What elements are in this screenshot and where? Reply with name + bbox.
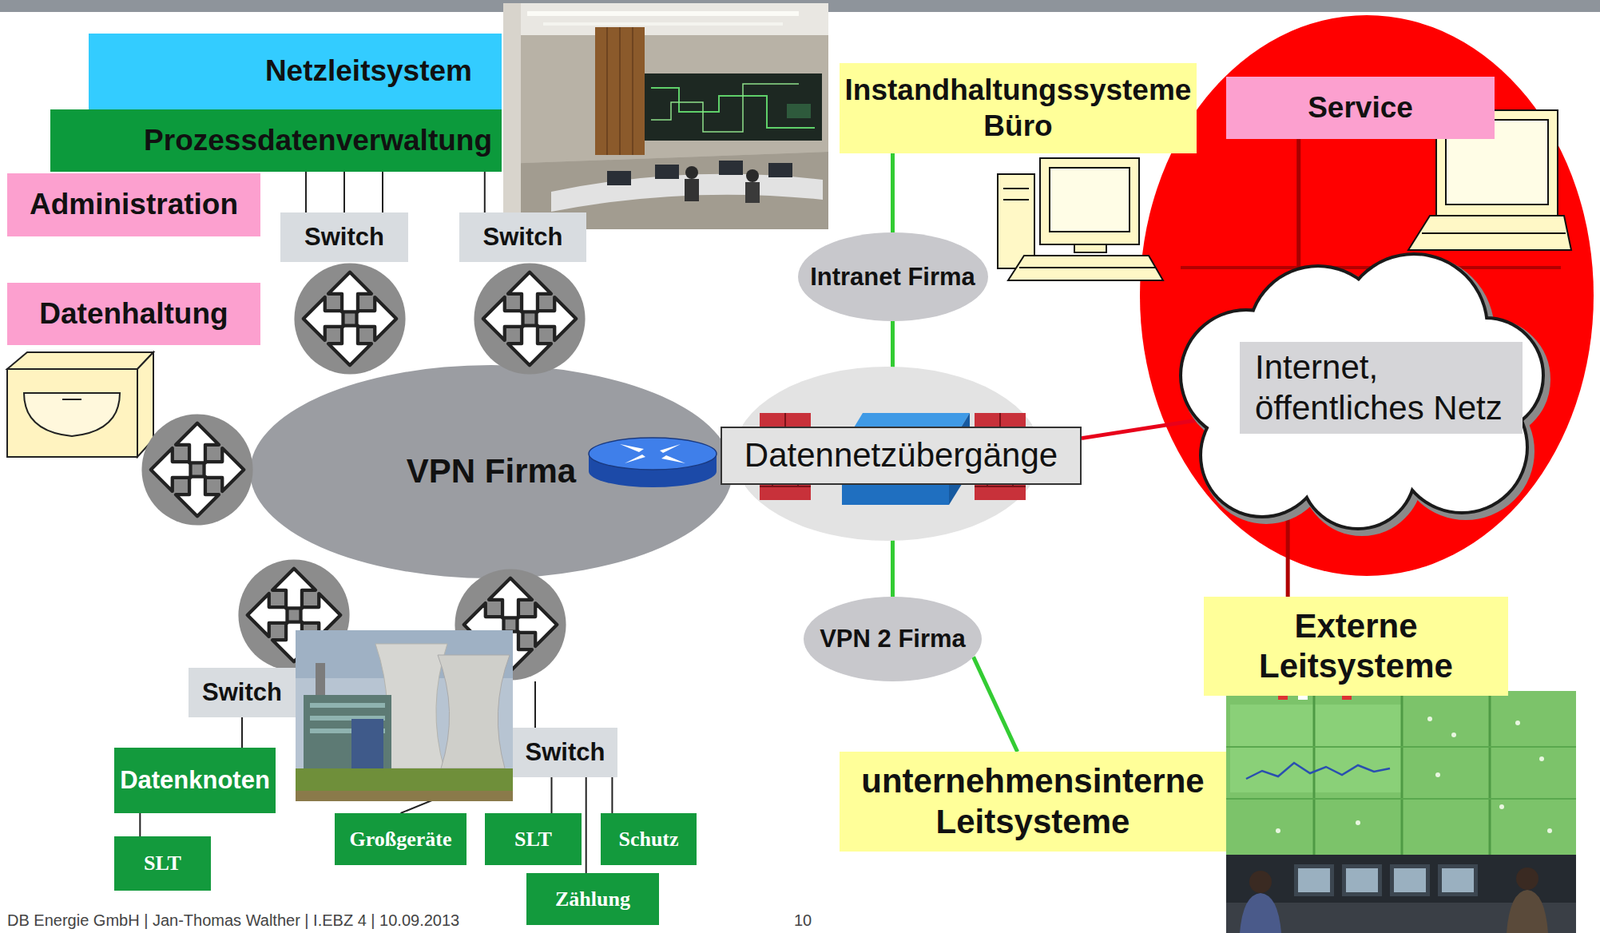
node-label: Switch bbox=[304, 222, 385, 252]
connector-line bbox=[890, 153, 895, 233]
device-box: SLT bbox=[484, 813, 582, 866]
node-label: Switch bbox=[202, 677, 282, 707]
system-box: Instandhaltungssysteme Büro bbox=[839, 63, 1197, 154]
function-box: Datenhaltung bbox=[7, 282, 261, 346]
device-box: Großgeräte bbox=[334, 813, 467, 866]
node-label: VPN Firma bbox=[406, 451, 576, 492]
node-label: Schutz bbox=[618, 826, 679, 852]
node-label: Datennetzübergänge bbox=[744, 435, 1058, 476]
ellipse-shape bbox=[250, 365, 733, 579]
public-zone bbox=[1139, 15, 1594, 576]
switch-symbol bbox=[141, 413, 253, 525]
gateway-box: Datennetzübergänge bbox=[720, 426, 1082, 485]
node-label: Internet, öffentliches Netz bbox=[1254, 347, 1517, 429]
system-box: unternehmensinterne Leitsysteme bbox=[839, 751, 1227, 852]
ellipse-shape bbox=[798, 232, 989, 322]
page-number: 10 bbox=[794, 911, 812, 930]
switch-label: Switch bbox=[459, 212, 587, 263]
network-ellipse: Intranet Firma bbox=[798, 232, 989, 322]
switch-label: Switch bbox=[280, 212, 409, 263]
device-box: SLT bbox=[114, 836, 211, 891]
storage-drive-icon bbox=[7, 352, 154, 457]
switch-symbol bbox=[293, 262, 405, 374]
node-label: SLT bbox=[143, 850, 182, 876]
node-label: Switch bbox=[483, 222, 564, 252]
control-room-photo bbox=[503, 3, 829, 230]
node-label: Intranet Firma bbox=[809, 262, 976, 292]
node-label: SLT bbox=[514, 826, 552, 852]
node-label: Prozessdatenverwaltung bbox=[143, 123, 493, 159]
device-box: Zählung bbox=[526, 873, 660, 926]
node-label: Service bbox=[1307, 90, 1414, 126]
desktop-computer-icon bbox=[997, 158, 1164, 281]
switch-wire bbox=[534, 681, 536, 728]
connector-line bbox=[381, 171, 384, 213]
system-band: Netzleitsystem bbox=[88, 33, 502, 110]
connector-line bbox=[343, 171, 346, 213]
connector-line bbox=[611, 777, 613, 814]
system-band: Prozessdatenverwaltung bbox=[50, 109, 502, 172]
node-label: Administration bbox=[29, 186, 239, 223]
connector-line bbox=[585, 777, 588, 874]
node-label: Großgeräte bbox=[349, 826, 452, 852]
switch-label: Switch bbox=[512, 727, 618, 778]
node-label: Instandhaltungssysteme Büro bbox=[844, 72, 1192, 144]
node-label: Datenknoten bbox=[119, 765, 270, 795]
network-box: Internet, öffentliches Netz bbox=[1239, 341, 1523, 434]
power-plant-photo bbox=[295, 630, 513, 802]
node-label: Zählung bbox=[555, 886, 631, 912]
node-label: Externe Leitsysteme bbox=[1210, 606, 1502, 687]
connector-line bbox=[484, 171, 486, 213]
node-label: VPN 2 Firma bbox=[819, 623, 966, 654]
function-box: Administration bbox=[7, 173, 261, 237]
connector-line bbox=[305, 171, 307, 213]
connector-line bbox=[973, 656, 1018, 752]
function-box: Service bbox=[1226, 76, 1495, 139]
connector-line bbox=[241, 717, 243, 748]
node-label: unternehmensinterne Leitsysteme bbox=[845, 761, 1220, 842]
system-box: Externe Leitsysteme bbox=[1203, 596, 1509, 696]
network-ellipse: VPN 2 Firma bbox=[803, 596, 982, 682]
router-symbol bbox=[588, 437, 717, 488]
device-box: Schutz bbox=[600, 813, 697, 866]
switch-label: Switch bbox=[188, 667, 296, 718]
connector-line bbox=[550, 777, 552, 814]
control-room-wall-photo bbox=[1226, 690, 1577, 933]
footer-text: DB Energie GmbH | Jan-Thomas Walther | I… bbox=[7, 911, 460, 930]
node-label: Netzleitsystem bbox=[265, 53, 473, 89]
connector-line bbox=[138, 813, 141, 837]
switch-symbol bbox=[473, 262, 585, 374]
device-box: Datenknoten bbox=[114, 747, 276, 814]
node-label: Switch bbox=[525, 737, 606, 767]
internet-cloud bbox=[1182, 255, 1546, 532]
ellipse-shape bbox=[803, 596, 982, 682]
node-label: Datenhaltung bbox=[39, 296, 228, 332]
